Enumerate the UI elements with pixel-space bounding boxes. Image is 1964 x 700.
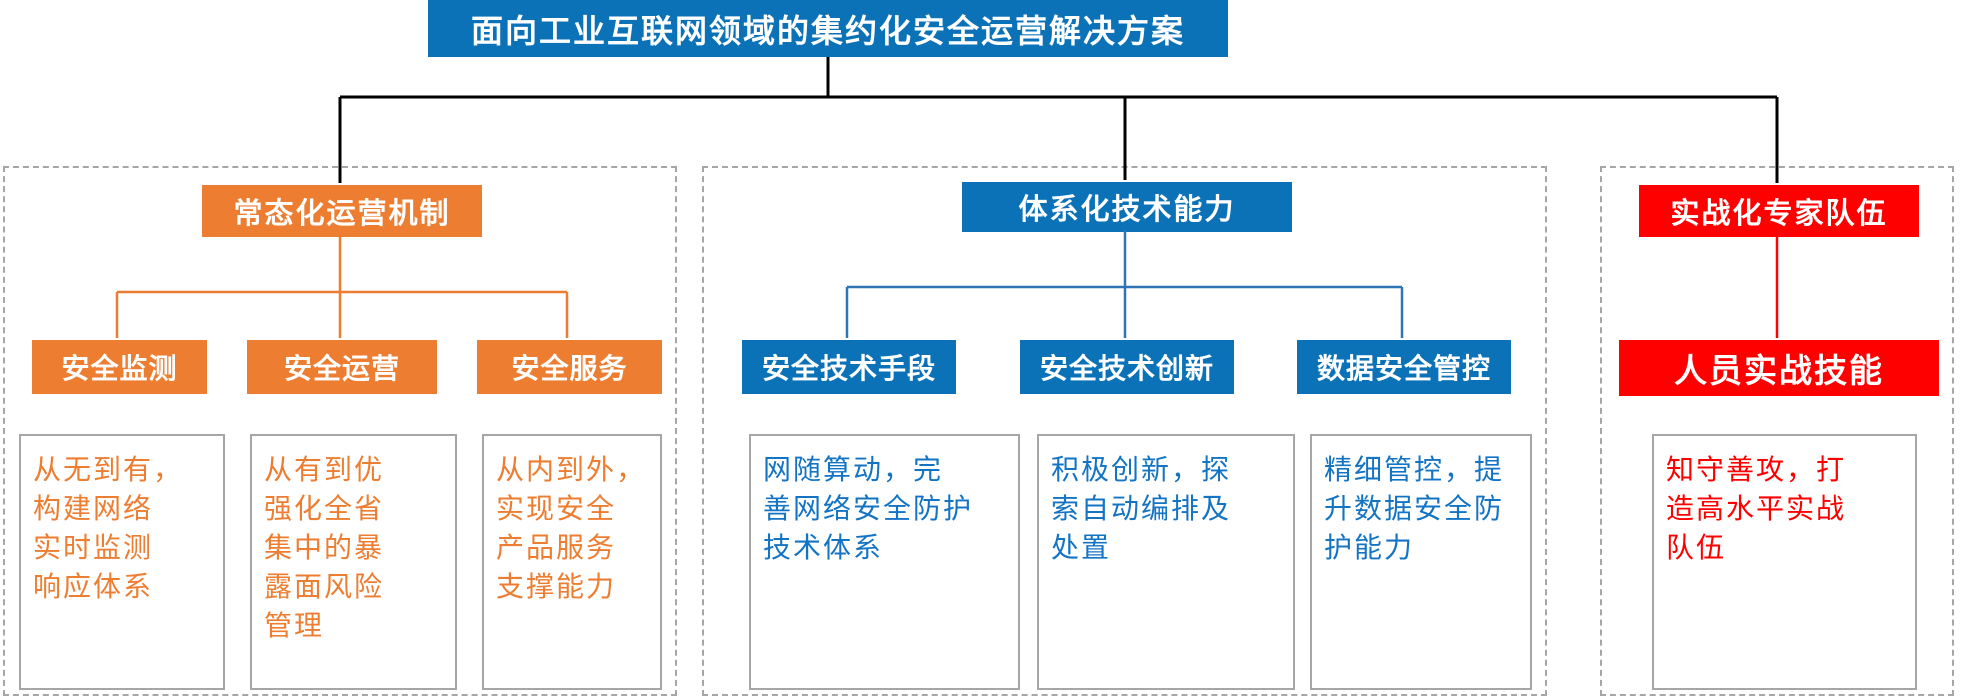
- node-tech-measures: 安全技术手段: [742, 340, 956, 394]
- section-technology-container: 体系化技术能力 安全技术手段 安全技术创新 数据安全管控 网随算动，完 善网络安…: [702, 166, 1547, 696]
- desc-practical-skills: 知守善攻，打 造高水平实战 队伍: [1652, 434, 1917, 690]
- desc-data-security: 精细管控，提 升数据安全防 护能力: [1310, 434, 1532, 690]
- desc-security-operations: 从有到优 强化全省 集中的暴 露面风险 管理: [250, 434, 457, 690]
- experts-header: 实战化专家队伍: [1639, 185, 1919, 237]
- section-operations-container: 常态化运营机制 安全监测 安全运营 安全服务 从无到有， 构建网络 实时监测 响…: [3, 166, 677, 696]
- section-experts-container: 实战化专家队伍 人员实战技能 知守善攻，打 造高水平实战 队伍: [1600, 166, 1954, 696]
- node-security-services: 安全服务: [477, 340, 662, 394]
- node-security-operations: 安全运营: [247, 340, 437, 394]
- main-title-box: 面向工业互联网领域的集约化安全运营解决方案: [428, 0, 1228, 57]
- desc-security-monitoring: 从无到有， 构建网络 实时监测 响应体系: [19, 434, 225, 690]
- node-tech-innovation: 安全技术创新: [1020, 340, 1234, 394]
- node-data-security: 数据安全管控: [1297, 340, 1511, 394]
- desc-tech-measures: 网随算动，完 善网络安全防护 技术体系: [749, 434, 1020, 690]
- node-security-monitoring: 安全监测: [32, 340, 207, 394]
- desc-security-services: 从内到外， 实现安全 产品服务 支撑能力: [482, 434, 662, 690]
- technology-header: 体系化技术能力: [962, 182, 1292, 232]
- operations-header: 常态化运营机制: [202, 185, 482, 237]
- black-tree-connector: [338, 57, 1779, 183]
- node-practical-skills: 人员实战技能: [1619, 340, 1939, 396]
- desc-tech-innovation: 积极创新，探 索自动编排及 处置: [1037, 434, 1295, 690]
